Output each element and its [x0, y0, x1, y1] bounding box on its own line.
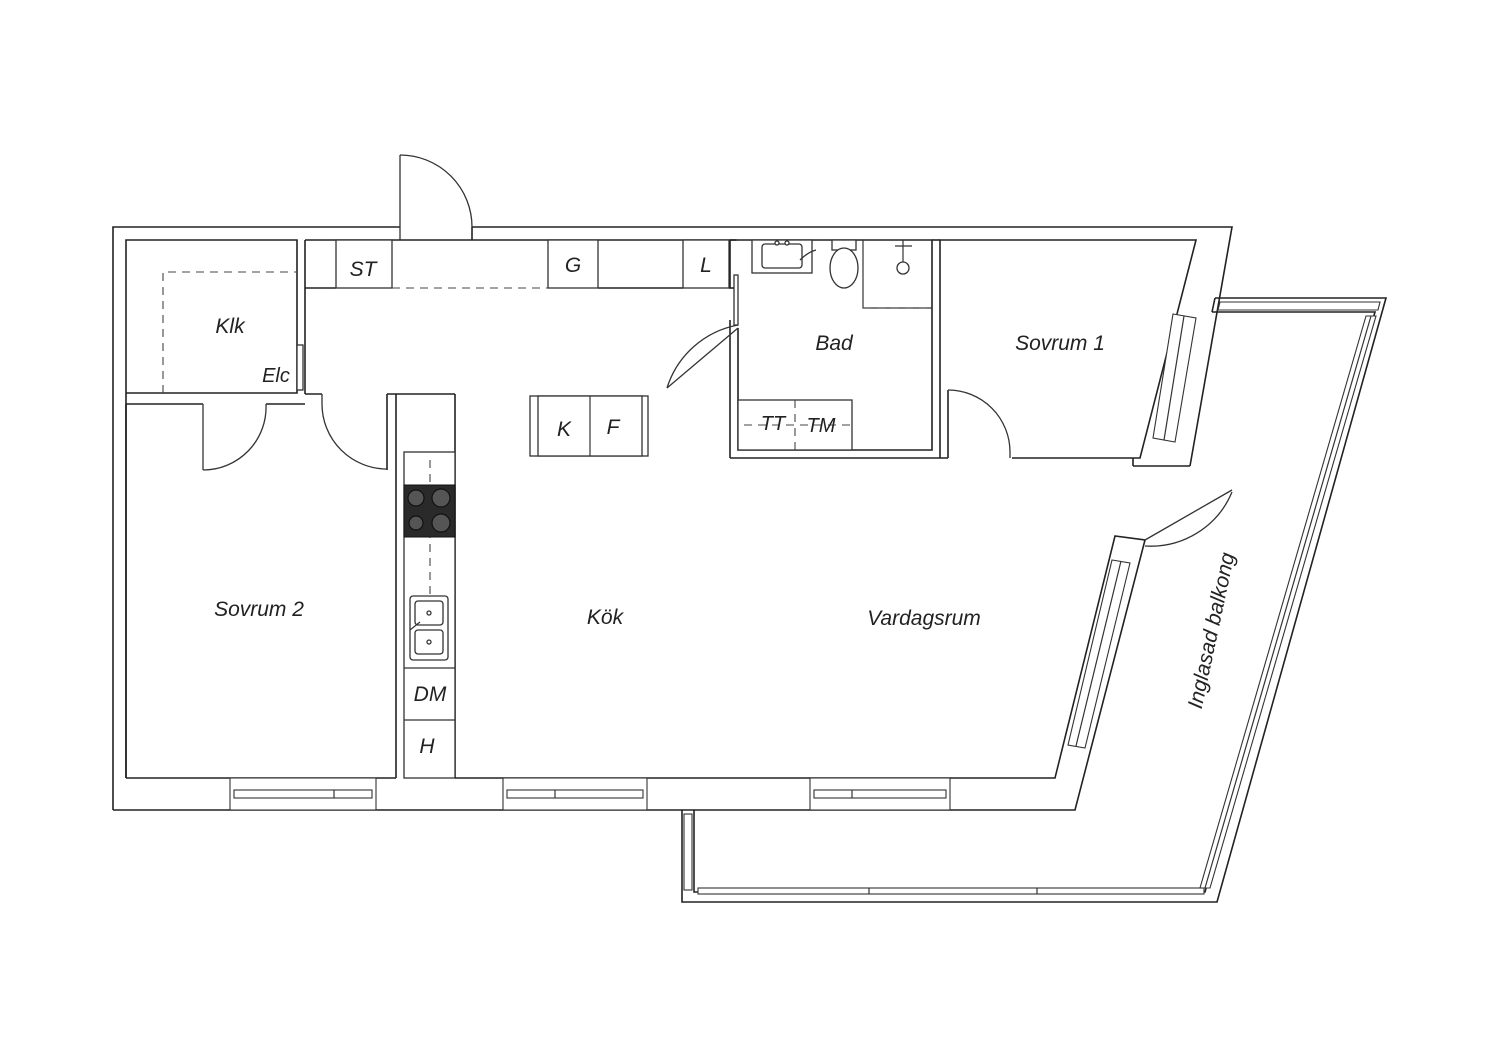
kitchen: DM H K F Kök	[386, 394, 649, 779]
l-cabinet: L	[682, 239, 730, 289]
living-room: Vardagsrum	[455, 458, 1233, 779]
vardagsrum-label: Vardagsrum	[867, 607, 981, 630]
balkong-label: Inglasad balkong	[1184, 550, 1240, 710]
klk-label: Klk	[215, 315, 246, 338]
kok-label: Kök	[587, 606, 625, 629]
klk-closet: Klk Elc	[162, 271, 297, 393]
glazed-balcony: Inglasad balkong	[681, 297, 1388, 903]
dm-label: DM	[414, 683, 447, 706]
entrance-door	[399, 154, 473, 240]
elc-label: Elc	[262, 365, 290, 387]
bedroom-2: Sovrum 2	[126, 394, 396, 779]
g-cabinet: G	[547, 239, 599, 289]
st-label: ST	[350, 258, 379, 281]
outer-walls	[112, 226, 1233, 811]
sovrum2-label: Sovrum 2	[214, 598, 304, 621]
tm-label: TM	[807, 415, 836, 437]
l-label: L	[700, 254, 712, 277]
h-label: H	[419, 735, 435, 758]
shower-drain-icon	[896, 261, 910, 275]
windows	[229, 777, 951, 811]
f-label: F	[607, 416, 621, 439]
bad-label: Bad	[815, 332, 854, 355]
bathroom: Bad TT TM	[666, 239, 948, 459]
sovrum1-label: Sovrum 1	[1015, 332, 1105, 355]
k-label: K	[557, 418, 572, 441]
tt-label: TT	[761, 413, 787, 435]
g-label: G	[565, 254, 581, 277]
bedroom-1: Sovrum 1	[932, 239, 1198, 459]
st-cabinet: ST	[335, 239, 393, 289]
